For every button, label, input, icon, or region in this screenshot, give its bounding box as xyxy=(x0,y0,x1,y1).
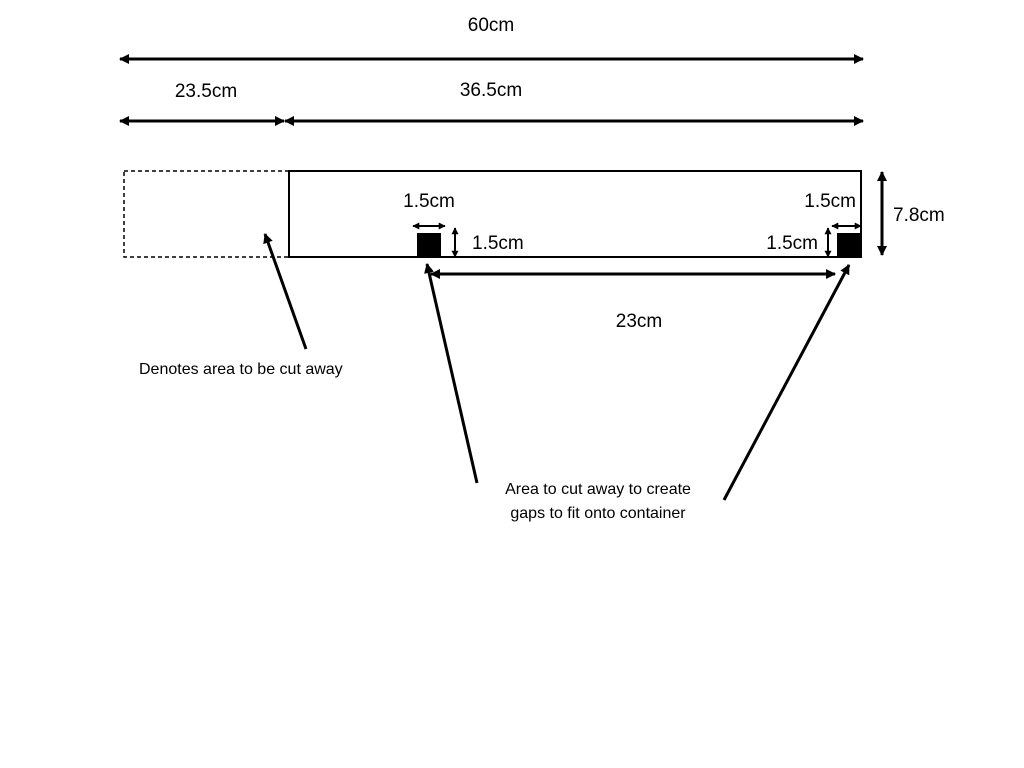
left-notch xyxy=(417,233,441,257)
main-strip xyxy=(288,170,862,258)
total-length-label: 60cm xyxy=(468,15,514,36)
left-notch-width-label: 1.5cm xyxy=(403,191,455,212)
cut-area-pointer-arrow xyxy=(263,233,308,350)
right-notch xyxy=(837,233,861,257)
cut-away-area xyxy=(123,170,290,258)
gap-note-line-2: gaps to fit onto container xyxy=(510,505,686,522)
gap-note-line-1: Area to cut away to create xyxy=(505,481,691,498)
cut-length-label: 23.5cm xyxy=(175,81,237,102)
right-notch-width-label: 1.5cm xyxy=(804,191,856,212)
notch-spacing-label: 23cm xyxy=(616,311,662,332)
right-notch-height-label: 1.5cm xyxy=(766,233,818,254)
cut-area-note: Denotes area to be cut away xyxy=(139,361,343,378)
height-label: 7.8cm xyxy=(893,205,945,226)
left-notch-height-label: 1.5cm xyxy=(472,233,524,254)
right-gap-pointer-arrow xyxy=(722,264,851,501)
remaining-length-label: 36.5cm xyxy=(460,80,522,101)
left-gap-pointer-arrow xyxy=(424,263,479,484)
